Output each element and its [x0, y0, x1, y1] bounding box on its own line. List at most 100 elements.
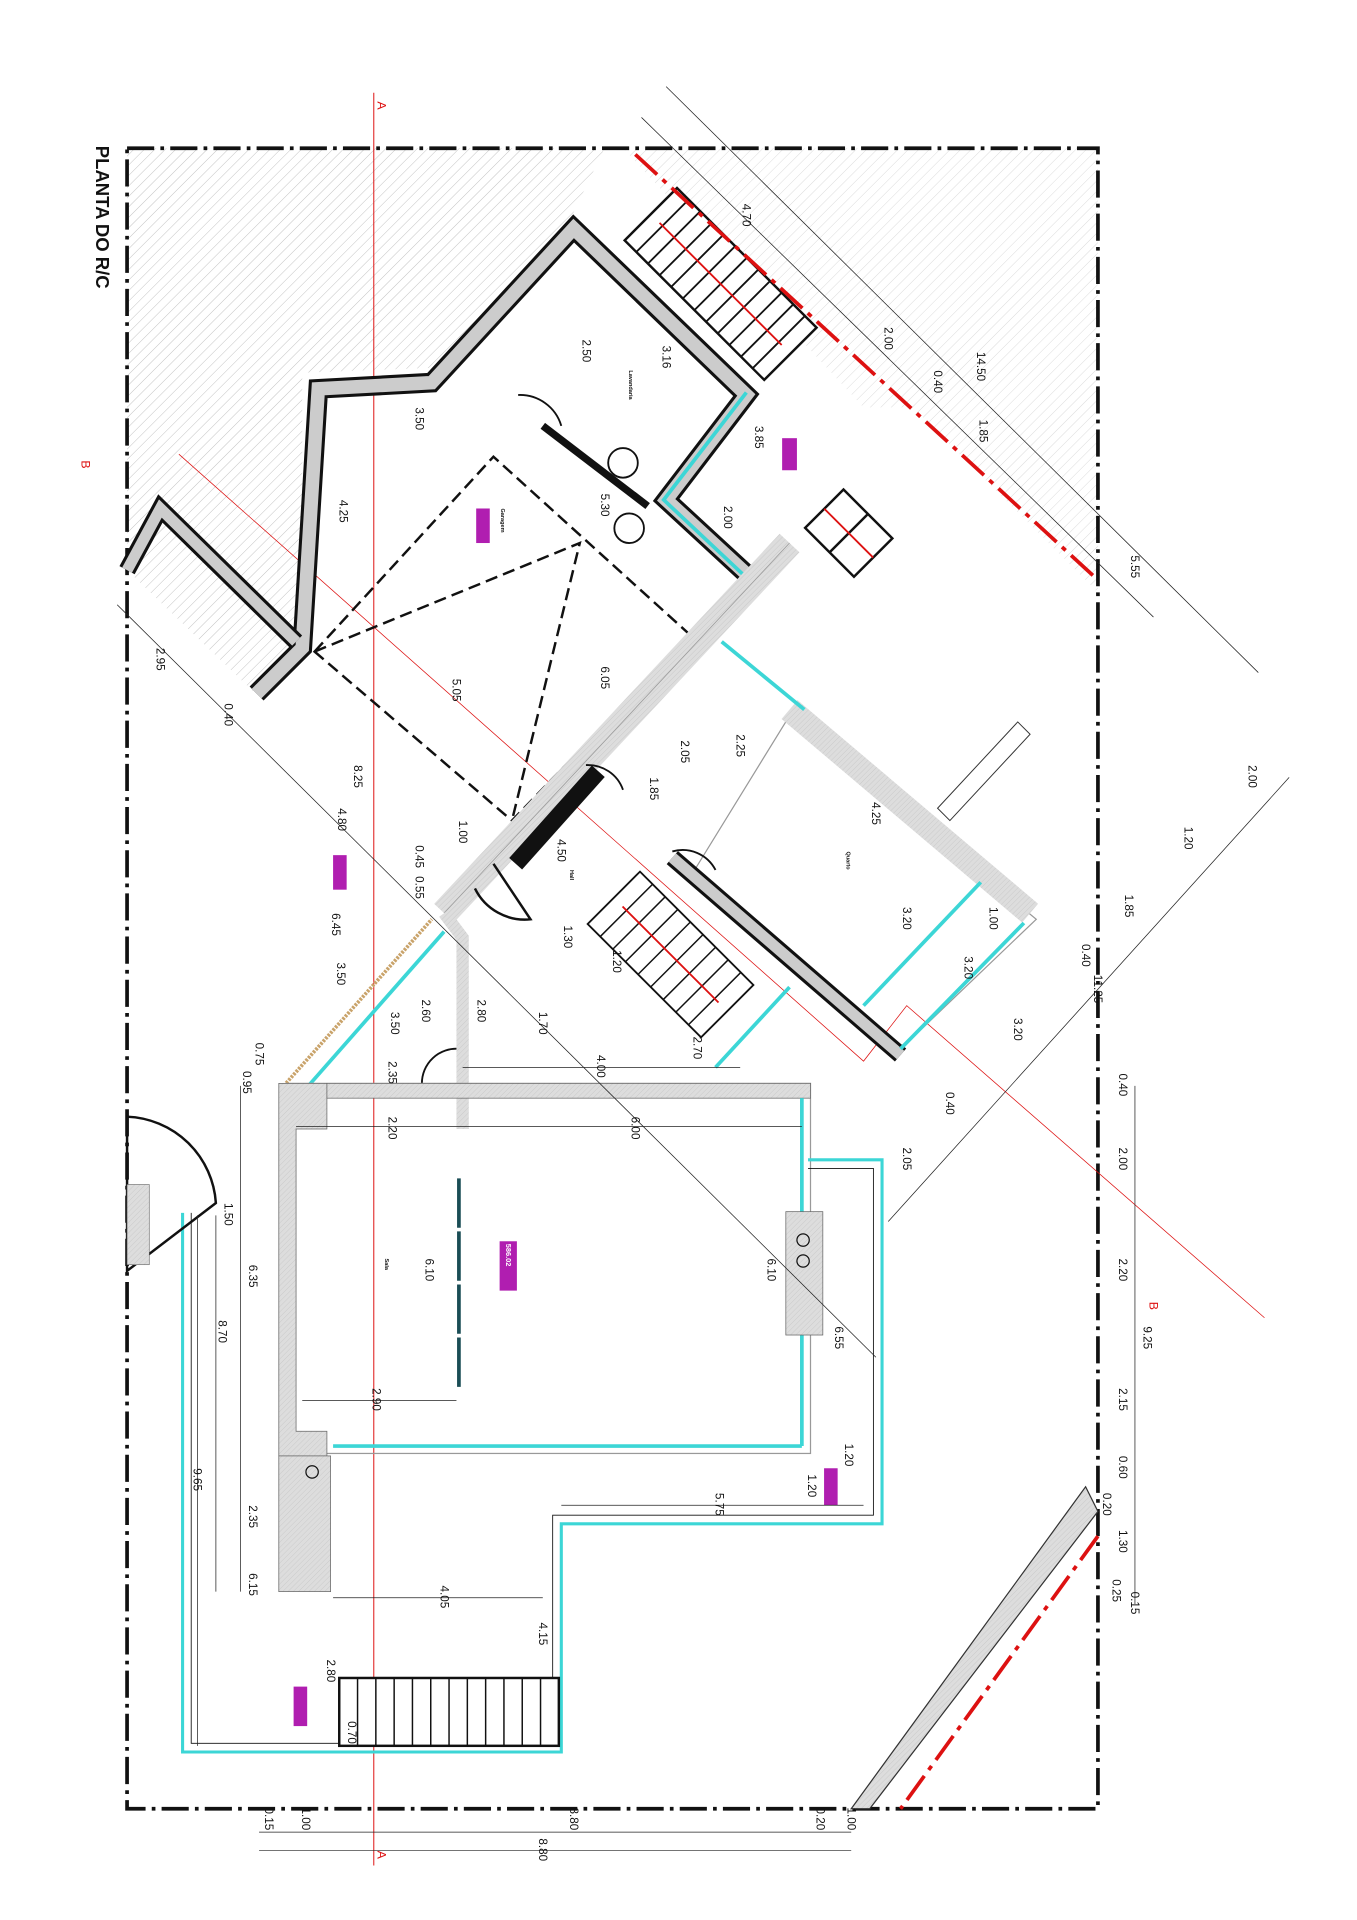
door-quarto [672, 849, 717, 871]
dimension-label: 8.70 [215, 1320, 228, 1343]
room-label-sala: Sala [383, 1259, 389, 1271]
fireplace [785, 1211, 824, 1336]
dimension-label: 9.25 [1141, 1326, 1154, 1349]
dimension-label: 1.20 [842, 1444, 855, 1467]
dimension-label: 4.50 [555, 839, 568, 862]
dimension-label: 2.00 [721, 506, 734, 529]
dimension-label: 0.60 [1116, 1456, 1129, 1479]
boundary-wall-bottom-right [849, 1485, 1099, 1810]
dimension-label: 1.00 [986, 907, 999, 930]
room-label-lavandaria: Lavandaria [627, 370, 633, 400]
sink [305, 1465, 319, 1479]
elevation-tag: 586.02 [504, 1244, 513, 1267]
drawing-title: PLANTA DO R/C [92, 146, 113, 289]
dimension-label: 2.20 [386, 1117, 399, 1140]
storage-walls [439, 909, 469, 1130]
living-room-wall-top [326, 1082, 811, 1099]
left-wall-fill [122, 499, 300, 646]
dimension-label: 0.15 [1128, 1592, 1141, 1615]
dimension-label: 1.20 [610, 950, 623, 973]
entrance-glazing [307, 930, 446, 1088]
dimension-label: 3.20 [900, 907, 913, 930]
dimension-label: 0.55 [413, 876, 426, 899]
dimension-label: 0.95 [240, 1071, 253, 1094]
dimension-label: 6.00 [629, 1117, 642, 1140]
dimension-label: 6.10 [423, 1259, 436, 1282]
dimension-label: 4.25 [869, 802, 882, 825]
dimension-label: 2.00 [882, 327, 895, 350]
dimension-label: 2.95 [154, 648, 167, 671]
laundry-glazing [661, 391, 748, 579]
entrance-gate [125, 1115, 218, 1274]
dimension-label: 3.50 [413, 407, 426, 430]
stair-top [622, 186, 819, 382]
dimension-label: 8.80 [536, 1838, 549, 1861]
dimension-label: 6.55 [832, 1326, 845, 1349]
dimension-label: 4.70 [740, 204, 753, 227]
living-room-walls [285, 1082, 812, 1455]
dimension-label: 0.40 [1079, 944, 1092, 967]
dimension-label: 2.25 [733, 734, 746, 757]
dimension-label: 5.75 [713, 1493, 726, 1516]
garage-parking-outline [312, 454, 693, 823]
corridor-wall-edge [443, 542, 790, 914]
entrance-stone [282, 918, 434, 1088]
dimension-label: 2.20 [1116, 1259, 1129, 1282]
section-a-bottom: A [374, 1851, 388, 1860]
dimension-label: 3.20 [962, 956, 975, 979]
garage-wall-fill [251, 218, 756, 699]
terrace-boundary [181, 1158, 884, 1754]
dimension-label: 6.15 [246, 1573, 259, 1596]
dimension-label: 1.20 [805, 1474, 818, 1497]
dimension-label: 2.90 [370, 1388, 383, 1411]
dimension-label: 8.80 [567, 1808, 580, 1831]
dimension-label: 8.25 [351, 765, 364, 788]
dimension-label: 2.15 [1116, 1388, 1129, 1411]
balcony-slab [936, 721, 1031, 822]
dimension-label: 5.55 [1128, 555, 1141, 578]
stair-middle [586, 870, 755, 1039]
dimension-label: 2.60 [419, 999, 432, 1022]
dimension-label: 1.20 [1181, 827, 1194, 850]
dimension-label: 0.40 [943, 1092, 956, 1115]
window-grid [803, 487, 895, 579]
dimension-label: 0.20 [814, 1808, 827, 1831]
quarto-glazing-2 [899, 921, 1026, 1051]
dimension-label: 9.65 [191, 1468, 204, 1491]
entrance-paving [126, 1184, 150, 1266]
dimension-label: 6.35 [246, 1265, 259, 1288]
dimension-label: 1.85 [1122, 895, 1135, 918]
section-a-top: A [374, 101, 388, 110]
dimension-label: 2.05 [900, 1148, 913, 1171]
stair-bottom [338, 1676, 561, 1748]
hall-wall [509, 765, 605, 870]
dimension-label: 5.05 [450, 679, 463, 702]
dimension-label: 0.15 [262, 1808, 275, 1831]
dimension-label: 14.50 [974, 352, 987, 382]
dimension-label: 4.05 [437, 1585, 450, 1608]
dimension-label: 4.80 [335, 808, 348, 831]
dimension-label: 1.00 [845, 1808, 858, 1831]
quarto-inner-wall-fill [668, 853, 905, 1060]
wc-glazing [720, 640, 806, 712]
dimension-label: 5.30 [598, 494, 611, 517]
dimension-label: 1.50 [222, 1203, 235, 1226]
laundry-fixture [518, 394, 650, 544]
dimension-label: 11.25 [1091, 975, 1104, 1004]
dimension-label: 6.05 [598, 666, 611, 689]
room-label-garagem: Garagem [499, 508, 505, 532]
dimension-label: 3.50 [388, 1012, 401, 1035]
section-b-right: B [1147, 1302, 1161, 1310]
door-hall [473, 863, 533, 921]
garage-door-swing [314, 540, 582, 821]
section-b-left: B [78, 460, 92, 468]
boundary-red-dash-bottom [899, 1535, 1100, 1810]
door-wc [585, 764, 624, 791]
dimension-label: 2.05 [678, 740, 691, 763]
dimension-label: 0.40 [1116, 1073, 1129, 1096]
dimension-label: 4.25 [336, 500, 349, 523]
quarto-wall-hatched [781, 700, 1039, 923]
dimension-label: 2.00 [1245, 765, 1258, 788]
dimension-label: 0.40 [222, 703, 235, 726]
dimension-label: 1.85 [647, 777, 660, 800]
